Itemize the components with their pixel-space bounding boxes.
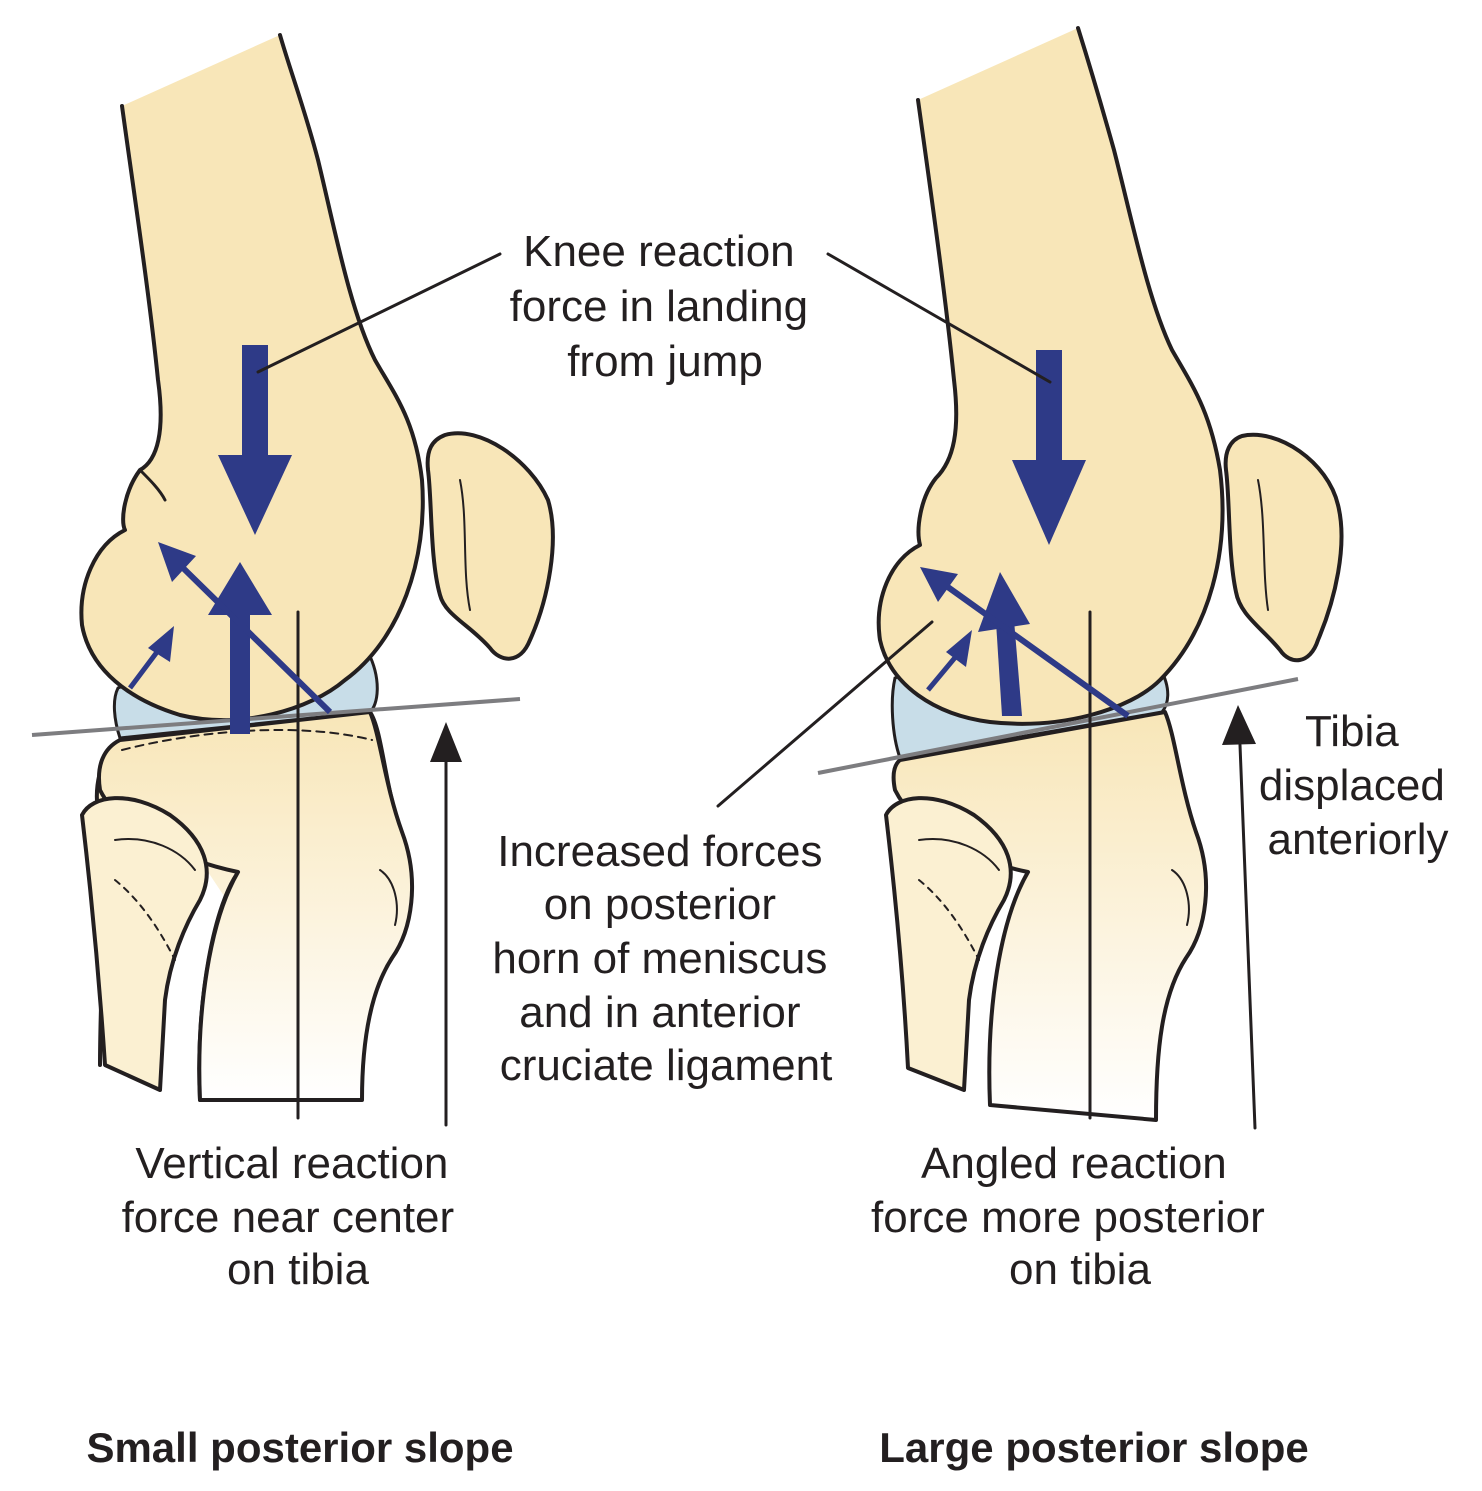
label-vertical-reaction: Vertical reaction force near center on t… [122, 1139, 467, 1294]
left-patella [425, 431, 555, 661]
label-increased-forces: Increased forces on posterior horn of me… [492, 827, 839, 1090]
left-ground-reaction-arrow [430, 722, 462, 762]
left-meniscus-force-arrow [148, 626, 174, 662]
left-knee-reaction-arrow [218, 455, 292, 535]
label-angled-reaction: Angled reaction force more posterior on … [871, 1139, 1277, 1294]
right-knee [817, 26, 1344, 1130]
left-slope-line [31, 697, 521, 737]
left-tibia-reaction-arrow [208, 562, 272, 615]
label-tibia-displaced: Tibia displaced anteriorly [1259, 707, 1457, 864]
right-fibula [884, 796, 1013, 1092]
label-knee-reaction: Knee reaction force in landing from jump [510, 227, 821, 386]
caption-large-posterior-slope: Large posterior slope [879, 1424, 1308, 1471]
right-acl-force-arrow [920, 567, 958, 602]
left-acl-force-arrow [158, 542, 196, 582]
left-fibula [80, 796, 209, 1092]
right-patella [1223, 432, 1344, 663]
left-knee [31, 33, 555, 1127]
right-meniscus-force-arrow [946, 630, 972, 667]
leader-increased-forces [716, 620, 934, 808]
right-slope-line [817, 677, 1299, 775]
right-knee-reaction-arrow [1012, 460, 1086, 545]
leader-knee-left [256, 252, 502, 374]
leader-knee-right [826, 252, 1052, 384]
right-ground-reaction-arrow [1222, 705, 1256, 745]
caption-small-posterior-slope: Small posterior slope [86, 1424, 513, 1471]
